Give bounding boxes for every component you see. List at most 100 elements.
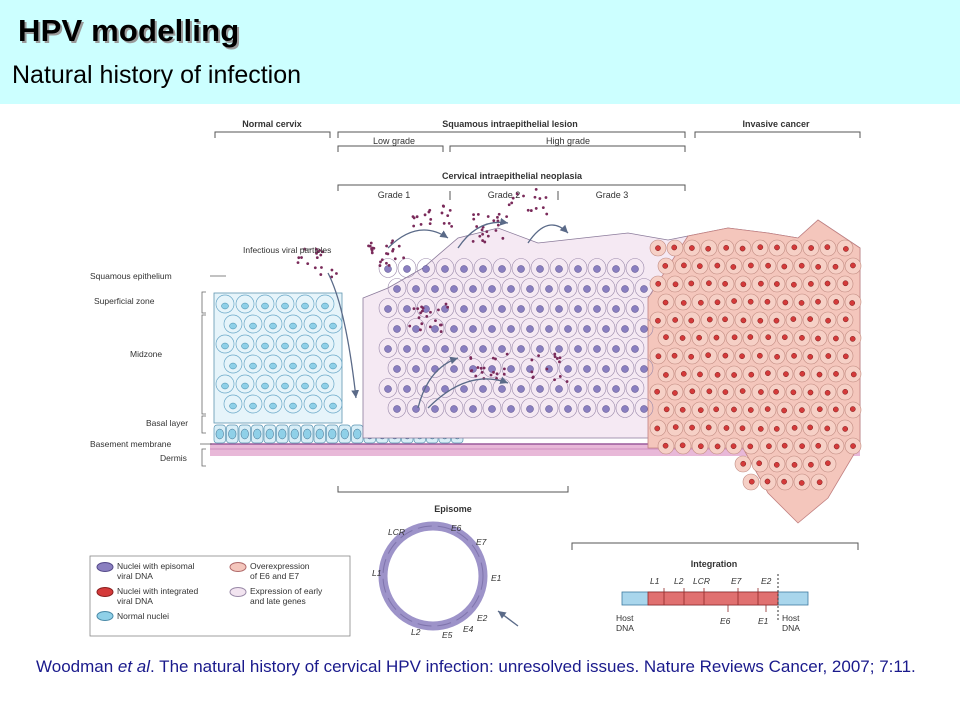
episomal-nucleus bbox=[384, 265, 392, 273]
lesion-cell bbox=[634, 318, 654, 338]
lesion-cell bbox=[596, 278, 616, 298]
integrated-nucleus bbox=[773, 388, 779, 395]
integrated-nucleus bbox=[706, 280, 712, 287]
integrated-nucleus bbox=[757, 426, 764, 432]
viral-particle bbox=[446, 214, 450, 217]
label-grade-1: Grade 1 bbox=[378, 190, 411, 200]
integration-gene-ticks bbox=[663, 588, 767, 612]
viral-particle bbox=[526, 208, 530, 212]
episomal-nucleus bbox=[384, 305, 392, 313]
legend-expr-text-1: Expression of early bbox=[250, 586, 323, 596]
integrated-nucleus bbox=[740, 317, 747, 324]
viral-particle bbox=[402, 256, 406, 260]
episomal-nucleus bbox=[631, 265, 639, 273]
lesion-cell bbox=[463, 278, 483, 298]
normal-cell bbox=[223, 394, 243, 414]
lesion-cell bbox=[425, 318, 445, 338]
normal-cell bbox=[263, 354, 283, 374]
lesion-cell bbox=[473, 338, 493, 358]
normal-cell bbox=[295, 334, 315, 354]
label-infectious: Infectious viral particles bbox=[243, 245, 331, 255]
viral-particle bbox=[472, 213, 475, 217]
slide-subtitle: Natural history of infection bbox=[12, 61, 302, 89]
viral-particle bbox=[515, 192, 519, 196]
integrated-nucleus bbox=[791, 424, 798, 431]
episomal-nucleus bbox=[403, 345, 411, 353]
episome-gene-labels: LCR E6 E7 E1 E2 E4 E5 L2 L1 bbox=[372, 523, 502, 640]
normal-cell bbox=[235, 294, 255, 314]
integrated-nucleus bbox=[739, 425, 746, 432]
lesion-cell bbox=[577, 278, 597, 298]
episomal-nucleus bbox=[602, 285, 610, 293]
integrated-nucleus bbox=[816, 406, 823, 413]
viral-particle bbox=[531, 375, 535, 379]
normal-nucleus bbox=[221, 302, 229, 310]
basal-nucleus bbox=[340, 428, 349, 440]
basal-nucleus bbox=[265, 428, 274, 440]
lesion-cell bbox=[549, 298, 569, 318]
viral-particle bbox=[496, 223, 500, 227]
lesion-cell bbox=[397, 258, 417, 278]
normal-cell bbox=[223, 314, 243, 334]
episomal-nucleus bbox=[640, 365, 648, 373]
episomal-nucleus bbox=[517, 385, 525, 393]
svg-text:E4: E4 bbox=[463, 624, 474, 634]
lesion-cell bbox=[558, 278, 578, 298]
viral-particle bbox=[320, 266, 323, 269]
episomal-nucleus bbox=[640, 405, 648, 413]
grade-dividers bbox=[449, 191, 559, 200]
integrated-nucleus bbox=[688, 317, 695, 324]
lesion-cell bbox=[378, 338, 398, 358]
host-dna-left-2: DNA bbox=[616, 623, 634, 633]
lesion-cell bbox=[568, 298, 588, 318]
basal-nucleus bbox=[278, 428, 287, 440]
lesion-cell bbox=[435, 258, 455, 278]
viral-particle bbox=[555, 357, 559, 360]
integrated-nucleus bbox=[706, 316, 713, 323]
normal-cell bbox=[315, 334, 335, 354]
episomal-nucleus bbox=[583, 365, 591, 373]
host-dna-right-1: Host bbox=[782, 613, 800, 623]
lesion-cell bbox=[482, 318, 502, 338]
integrated-viral-dna bbox=[647, 591, 779, 606]
host-dna-right-2: DNA bbox=[782, 623, 800, 633]
legend-expr-text-2: and late genes bbox=[250, 596, 306, 606]
episomal-nucleus bbox=[602, 365, 610, 373]
viral-particle bbox=[419, 328, 422, 332]
integrated-nucleus bbox=[697, 371, 703, 378]
integrated-nucleus bbox=[662, 442, 669, 449]
integrated-nucleus bbox=[722, 280, 728, 287]
viral-particle bbox=[321, 250, 325, 254]
episomal-nucleus bbox=[460, 265, 468, 273]
episomal-nucleus bbox=[593, 345, 601, 353]
svg-text:E2: E2 bbox=[477, 613, 488, 623]
normal-cell bbox=[243, 354, 263, 374]
normal-nucleus bbox=[249, 322, 257, 330]
episomal-nucleus bbox=[403, 265, 411, 273]
integrated-nucleus bbox=[714, 262, 721, 269]
integrated-nucleus bbox=[740, 281, 747, 288]
viral-particle bbox=[429, 310, 432, 314]
integrated-nucleus bbox=[825, 460, 831, 467]
episomal-nucleus bbox=[526, 405, 534, 413]
episomal-nucleus bbox=[621, 405, 629, 413]
lesion-cell bbox=[539, 358, 559, 378]
lesion-cell bbox=[530, 258, 550, 278]
svg-text:LCR: LCR bbox=[388, 527, 405, 537]
integrated-nucleus bbox=[655, 317, 661, 324]
integrated-nucleus bbox=[832, 406, 839, 413]
legend-integrated-text-2: viral DNA bbox=[117, 596, 153, 606]
citation-text: . The natural history of cervical HPV in… bbox=[150, 657, 916, 676]
viral-particle bbox=[412, 224, 416, 228]
normal-nucleus bbox=[321, 342, 329, 350]
lesion-cell bbox=[539, 398, 559, 418]
viral-particle bbox=[545, 212, 549, 216]
episomal-nucleus bbox=[526, 285, 534, 293]
episomal-nucleus bbox=[593, 265, 601, 273]
lesion-cell bbox=[406, 358, 426, 378]
viral-particle bbox=[486, 215, 490, 218]
lesion-cell bbox=[501, 318, 521, 338]
episomal-nucleus bbox=[422, 265, 430, 273]
hpv-natural-history-figure: Normal cervix Squamous intraepithelial l… bbox=[89, 119, 862, 640]
integrated-nucleus bbox=[816, 479, 823, 486]
